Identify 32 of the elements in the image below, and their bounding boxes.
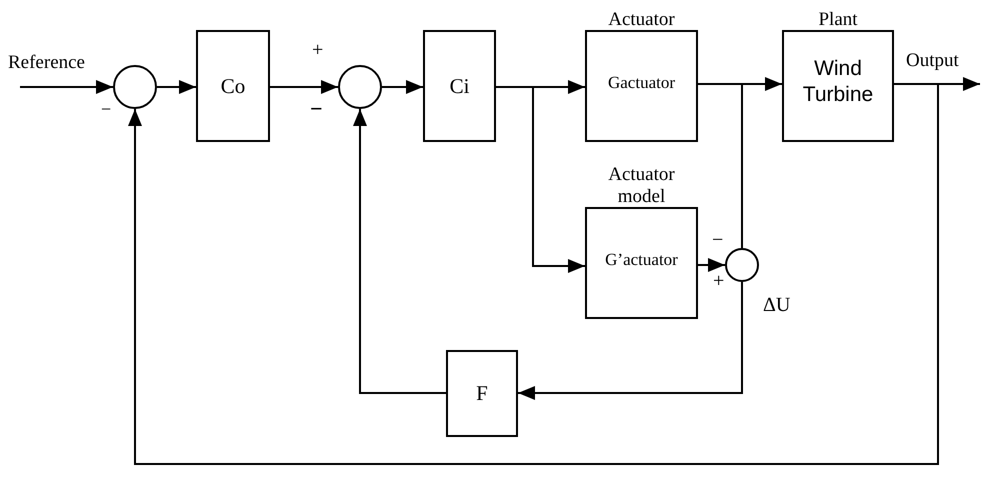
summing-junction	[113, 65, 157, 109]
sign-label: −	[101, 100, 112, 118]
block-label: Wind Turbine	[802, 56, 874, 108]
block-label: G’actuator	[605, 249, 678, 271]
arrow	[382, 80, 423, 94]
arrow	[128, 83, 939, 465]
sign-label: +	[713, 271, 724, 291]
arrow	[698, 258, 725, 272]
sign-label: +	[312, 40, 324, 60]
block	[423, 30, 496, 142]
arrow	[20, 80, 113, 94]
block	[196, 30, 270, 142]
edge-label: Output	[906, 50, 959, 72]
sign-label: ΔU	[763, 295, 790, 315]
arrow	[157, 80, 196, 94]
block-label: F	[476, 380, 488, 407]
block-heading: Actuator	[607, 9, 676, 31]
block-heading: Actuator model	[607, 164, 676, 208]
block-label: Ci	[450, 72, 470, 100]
sign-label: −	[310, 98, 323, 120]
block-label: Gactuator	[608, 72, 676, 94]
block-label: Co	[220, 72, 246, 100]
arrow	[518, 282, 743, 400]
block	[446, 350, 518, 437]
summing-junction	[725, 248, 759, 282]
block-heading: Plant	[817, 9, 859, 31]
summing-junction	[338, 65, 382, 109]
arrow	[496, 86, 585, 273]
sign-label: −	[712, 230, 724, 250]
arrow	[270, 80, 338, 94]
arrow	[353, 109, 446, 394]
edge-label: Reference	[8, 52, 85, 74]
